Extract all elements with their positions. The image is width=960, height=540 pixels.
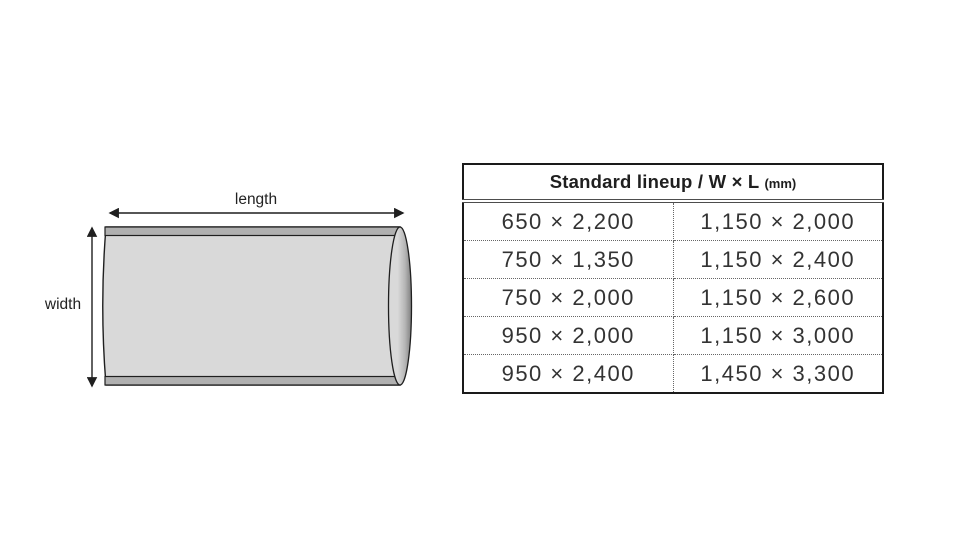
length-label: length — [235, 191, 277, 208]
cylinder-body — [102, 226, 401, 386]
size-cell: 1,450 × 3,300 — [700, 360, 856, 386]
spec-table-container: Standard lineup / W × L (mm) 650 × 2,200… — [462, 163, 884, 394]
table-row: 950 × 2,400 1,450 × 3,300 — [463, 354, 883, 393]
size-cell: 950 × 2,400 — [463, 354, 674, 393]
table-title-text: Standard lineup / W × L — [549, 171, 760, 192]
spec-table: Standard lineup / W × L (mm) 650 × 2,200… — [462, 163, 884, 394]
size-cell: 1,150 × 2,400 — [673, 240, 883, 279]
cylinder-top-edge — [104, 226, 401, 237]
table-header-row: Standard lineup / W × L (mm) — [463, 164, 883, 203]
size-cell: 750 × 1,350 — [463, 240, 674, 279]
cylinder-bottom-edge — [104, 375, 401, 386]
size-cell: 750 × 2,000 — [463, 278, 674, 317]
size-cell: 1,150 × 3,000 — [673, 316, 883, 355]
width-label: width — [44, 296, 81, 313]
cylinder-end-cap — [387, 226, 413, 386]
size-cell: 1,150 × 2,000 — [673, 201, 883, 241]
size-cell: 650 × 2,200 — [463, 201, 674, 241]
size-cell: 1,150 × 2,600 — [673, 278, 883, 317]
table-title: Standard lineup / W × L (mm) — [463, 164, 883, 203]
product-diagram: length width — [44, 191, 413, 388]
table-title-unit: (mm) — [764, 176, 797, 191]
size-cell: 950 × 2,000 — [463, 316, 674, 355]
